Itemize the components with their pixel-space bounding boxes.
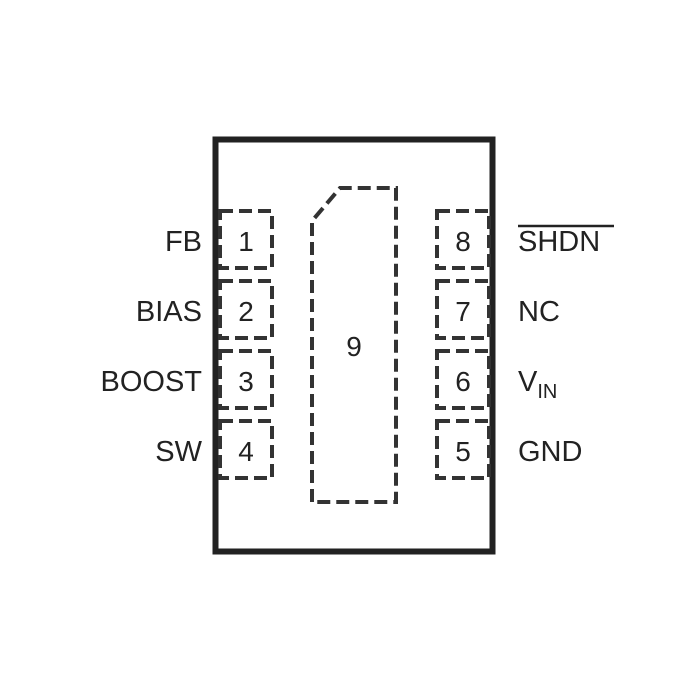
pin-name: SHDN [518, 226, 600, 258]
pin-pad-2 [218, 279, 274, 340]
pin-number: 6 [455, 366, 471, 397]
pin-label-fb: FB [165, 226, 202, 258]
pin-pad-5 [435, 419, 491, 480]
pin-label-sw: SW [155, 436, 202, 468]
pin-name: FB [165, 226, 202, 258]
pin-name: GND [518, 436, 582, 468]
pin-number: 7 [455, 296, 471, 327]
pin-name-subscript: IN [537, 381, 557, 403]
pin-number: 1 [238, 226, 254, 257]
pin-number: 3 [238, 366, 254, 397]
pin-label-boost: BOOST [100, 366, 202, 398]
pin-label-nc: NC [518, 296, 560, 328]
pin-number: 5 [455, 436, 471, 467]
pin-pad-6 [435, 349, 491, 410]
pin-label-gnd: GND [518, 436, 582, 468]
pin-label-v: VIN [518, 366, 557, 403]
pin-label-bias: BIAS [136, 296, 202, 328]
pin-pad-7 [435, 279, 491, 340]
pin-name: BIAS [136, 296, 202, 328]
pin-pad-8 [435, 209, 491, 270]
pin-number: 8 [455, 226, 471, 257]
pin-name: BOOST [100, 366, 202, 398]
pin-number: 4 [238, 436, 254, 467]
pin-name: NC [518, 296, 560, 328]
pin-name: V [518, 366, 538, 398]
pin-number: 2 [238, 296, 254, 327]
pin-pad-4 [218, 419, 274, 480]
pin-name: SW [155, 436, 202, 468]
pin-pad-3 [218, 349, 274, 410]
exposed-pad-number: 9 [346, 331, 362, 362]
pin-pad-1 [218, 209, 274, 270]
exposed-pad-outline [310, 186, 398, 504]
pin-label-shdn: SHDN [518, 226, 600, 258]
package-outline [212, 136, 496, 555]
